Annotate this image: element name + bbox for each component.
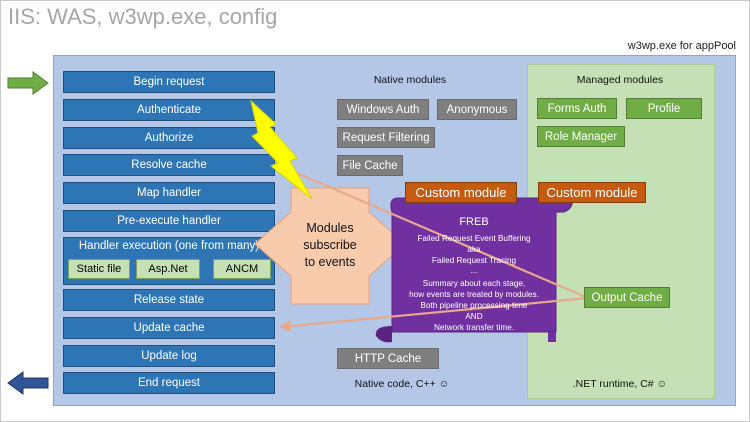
stage-resolve-cache: Resolve cache (63, 154, 275, 176)
stage-update-log: Update log (63, 345, 275, 367)
module-output-cache: Output Cache (584, 287, 670, 308)
module-http-cache: HTTP Cache (337, 348, 439, 369)
managed-modules-area (527, 64, 715, 399)
handler-ancm: ANCM (213, 259, 271, 279)
module-file-cache: File Cache (337, 155, 403, 176)
native-footer: Native code, C++ ☺ (354, 378, 450, 390)
module-anonymous: Anonymous (437, 99, 517, 120)
output-cache-write-line (280, 296, 589, 329)
subscribe-line-2: subscribe (303, 238, 357, 252)
freb-line: AND (465, 312, 483, 321)
freb-line: Both pipeline processing time (420, 301, 528, 310)
stage-handler-execution-label: Handler execution (one from many) (78, 240, 260, 252)
freb-line: Summary about each stage, (422, 279, 526, 288)
freb-line: Failed Request Tracing (431, 256, 517, 265)
handler-static-file: Static file (68, 259, 130, 279)
stage-update-cache: Update cache (63, 317, 275, 339)
output-cache-read-line (277, 163, 589, 300)
freb-line: Network transfer time. (433, 323, 515, 332)
freb-line: Failed Request Event Buffering (417, 234, 531, 243)
stage-map-handler: Map handler (63, 182, 275, 204)
custom-module-managed: Custom module (538, 182, 646, 203)
stage-end-request: End request (63, 372, 275, 394)
response-out-arrow (7, 371, 49, 395)
subscribe-line-1: Modules (306, 221, 354, 235)
slide-title: IIS: WAS, w3wp.exe, config (8, 4, 278, 29)
freb-line: ... (470, 266, 478, 275)
module-windows-auth: Windows Auth (337, 99, 429, 120)
freb-line: how events are treated by modules. (409, 290, 539, 299)
module-role-manager: Role Manager (537, 126, 625, 147)
native-modules-heading: Native modules (373, 74, 447, 86)
app-pool-label: w3wp.exe for appPool (627, 40, 736, 52)
custom-module-native: Custom module (405, 182, 517, 203)
handler-aspnet: Asp.Net (136, 259, 200, 279)
stage-pre-execute-handler: Pre-execute handler (63, 210, 275, 232)
managed-modules-heading: Managed modules (576, 74, 664, 86)
request-in-arrow (7, 71, 49, 95)
subscribe-line-3: to events (304, 255, 356, 269)
freb-title: FREB (459, 216, 489, 228)
stage-release-state: Release state (63, 289, 275, 311)
update-cache-arrowhead (279, 320, 291, 332)
managed-footer: .NET runtime, C# ☺ (572, 378, 668, 390)
stage-begin-request: Begin request (63, 71, 275, 93)
lightning-bolt (250, 99, 313, 200)
module-request-filtering: Request Filtering (337, 127, 435, 148)
stage-authenticate: Authenticate (63, 99, 275, 121)
freb-line: aka (467, 245, 481, 254)
module-profile: Profile (626, 98, 702, 119)
module-forms-auth: Forms Auth (537, 98, 617, 119)
